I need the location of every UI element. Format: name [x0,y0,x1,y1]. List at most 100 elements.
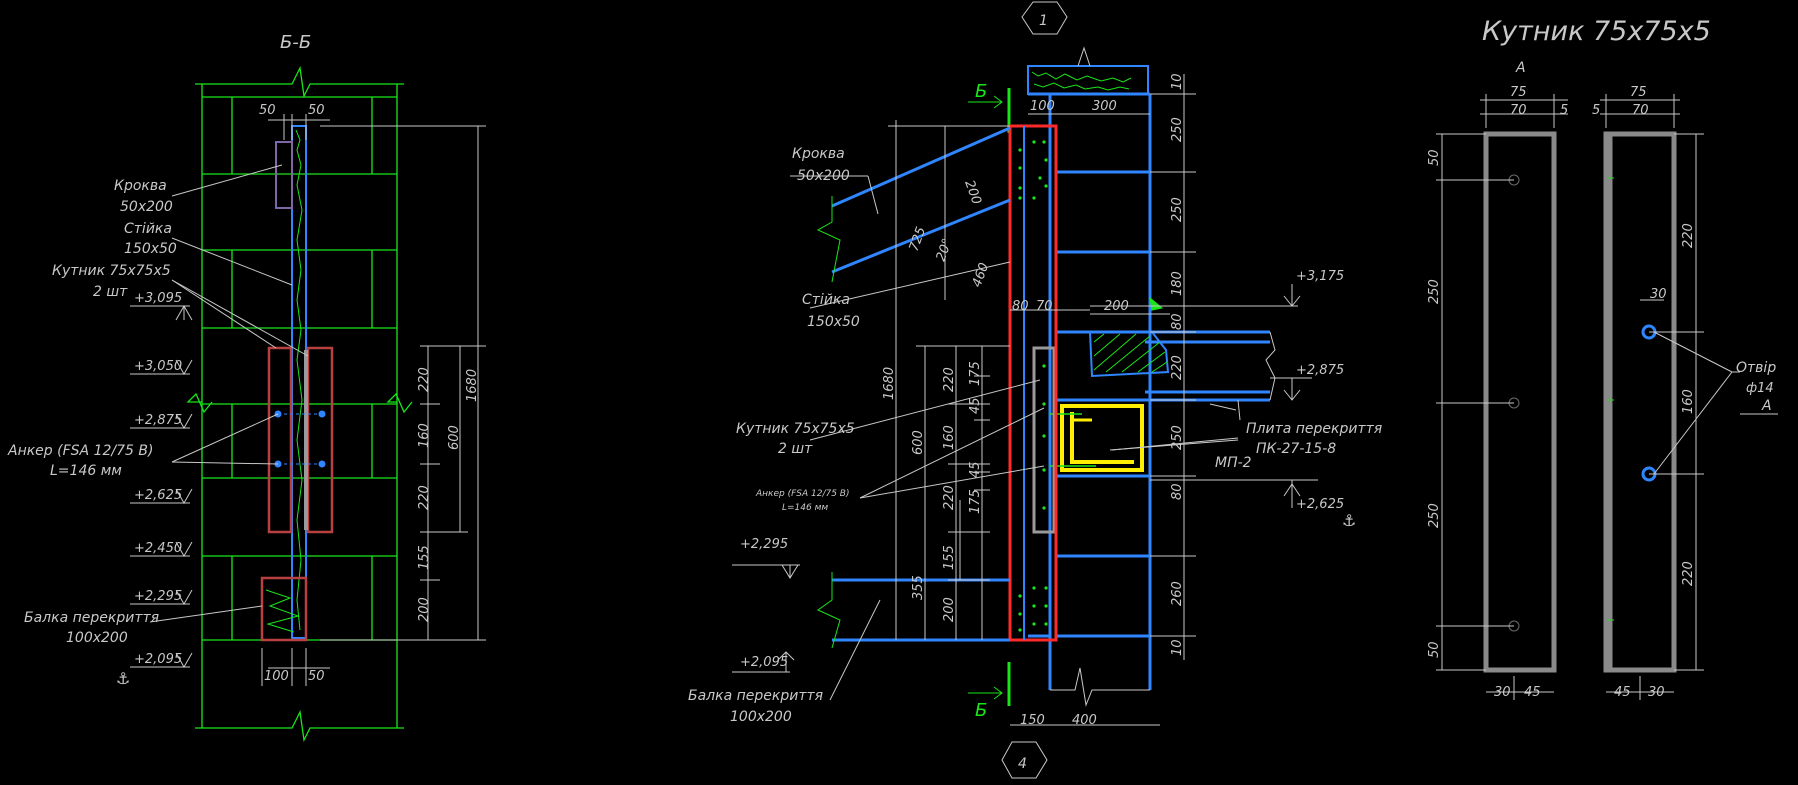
left-label-stiyka-size: 150x50 [124,241,177,257]
right-dim-left-0: 50 [1427,149,1442,166]
right-dim-top-right-70: 70 [1632,103,1649,118]
left-label-kutnyk: Кутник 75x75x5 [52,263,171,279]
left-dim-600: 600 [447,425,462,450]
mid-dim-355: 355 [911,575,926,600]
mid-level-2875: +2,875 [1296,363,1344,378]
mid-dim-right-6: 250 [1170,425,1185,450]
left-label-krokva: Кроква [114,178,167,194]
mid-dim-col-b-0: 175 [968,361,983,386]
right-dim-top-right-75: 75 [1630,85,1647,100]
left-dim-bottom-a: 100 [264,669,289,684]
mid-dim-right-8: 260 [1170,581,1185,606]
axis-top-label: 1 [1039,13,1048,29]
right-title: Кутник 75x75x5 [1482,16,1711,47]
angle-detail-view: Кутник 75x75x5 A [1427,16,1778,700]
left-level-2295: +2,295 [134,589,182,604]
right-dim-right-1: 160 [1681,389,1696,414]
left-title: Б-Б [280,32,311,53]
left-dim-top-b: 50 [308,103,325,118]
mid-label-balka-size: 100x200 [730,709,792,725]
left-dim-right-0: 220 [417,367,432,392]
mid-label-anker-length: L=146 мм [782,503,828,513]
anchor-icon-left: ⚓ [116,669,130,688]
mid-label-plyta: Плита перекриття [1246,421,1382,437]
mid-dim-right-1: 250 [1170,117,1185,142]
left-dim-bottom-b: 50 [308,669,325,684]
left-dim-1680: 1680 [465,369,480,402]
right-dim-top-left-5: 5 [1560,103,1568,118]
mid-dim-1680: 1680 [882,367,897,400]
section-b-b-view: Б-Б [7,32,486,743]
right-hole-diameter: ф14 [1746,381,1774,396]
mid-dim-right-5: 220 [1170,355,1185,380]
mid-dim-460: 460 [970,261,993,289]
mid-dim-80: 80 [1012,299,1029,314]
mid-dim-right-9: 10 [1170,639,1185,656]
left-dim-right-2: 220 [417,485,432,510]
mid-dim-top-300: 300 [1092,99,1117,114]
mid-dim-col-a-0: 220 [942,367,957,392]
right-dim-hole-30: 30 [1650,287,1667,302]
axis-bottom-label: 4 [1018,756,1027,772]
mid-dim-col-b-2: 45 [968,461,983,478]
mid-dim-col-a-4: 200 [942,597,957,622]
mid-label-stiyka-size: 150x50 [807,314,860,330]
mid-dim-col-a-1: 160 [942,425,957,450]
section-mark-top: Б [975,81,987,102]
mid-level-2625: +2,625 [1296,497,1344,512]
right-dim-bottom-right-45: 45 [1614,685,1631,700]
right-dim-right-0: 220 [1681,223,1696,248]
mid-dim-top-100: 100 [1030,99,1055,114]
right-dim-bottom-left-45: 45 [1524,685,1541,700]
left-label-balka-size: 100x200 [66,630,128,646]
right-dim-top-right-5: 5 [1592,103,1600,118]
mid-label-plyta-code: ПК-27-15-8 [1256,441,1336,457]
right-dim-top-left-70: 70 [1510,103,1527,118]
mid-label-krokva: Кроква [792,146,845,162]
mid-level-2295: +2,295 [740,537,788,552]
mid-label-stiyka: Стійка [802,292,850,308]
left-level-2625: +2,625 [134,488,182,503]
mid-dim-col-a-3: 155 [942,545,957,570]
right-dim-top-left-75: 75 [1510,85,1527,100]
left-level-3095: +3,095 [134,291,182,306]
mid-dim-right-7: 80 [1170,483,1185,500]
mid-dim-col-b-3: 175 [968,489,983,514]
mid-label-krokva-size: 50x200 [797,168,850,184]
right-dim-left-1: 250 [1427,279,1442,304]
mid-label-kutnyk-qty: 2 шт [778,441,813,457]
left-level-2875: +2,875 [134,413,182,428]
mid-dim-angle: 20° [934,237,956,264]
mid-dim-col-b-1: 45 [968,397,983,414]
right-hole-view-mark: A [1761,398,1772,414]
mid-dim-600: 600 [911,430,926,455]
mid-dim-bottom-400: 400 [1072,713,1097,728]
right-view-mark: A [1515,60,1526,76]
mid-label-anker: Анкер (FSA 12/75 B) [755,489,850,499]
section-mark-bottom: Б [975,700,987,721]
left-dim-top-a: 50 [259,103,276,118]
node-middle-view: 1 4 Б Б [688,1,1382,779]
left-level-2095: +2,095 [134,652,182,667]
mid-label-mp2: МП-2 [1215,455,1252,471]
right-dim-left-2: 250 [1427,503,1442,528]
left-label-anker-length: L=146 мм [50,463,122,479]
mid-dim-right-4: 80 [1170,313,1185,330]
left-label-krokva-size: 50x200 [120,199,173,215]
left-dim-right-1: 160 [417,423,432,448]
left-label-kutnyk-qty: 2 шт [93,284,128,300]
mid-dim-bottom-150: 150 [1020,713,1045,728]
right-dim-bottom-right-30: 30 [1648,685,1665,700]
mid-level-2095: +2,095 [740,655,788,670]
left-label-balka: Балка перекриття [24,610,159,626]
mid-dim-right-0: 10 [1170,73,1185,90]
anchor-icon-middle: ⚓ [1342,511,1356,530]
left-label-anker: Анкер (FSA 12/75 B) [7,443,153,459]
mid-level-3175: +3,175 [1296,269,1344,284]
left-level-3050: +3,050 [134,359,182,374]
right-dim-right-2: 220 [1681,561,1696,586]
mid-label-kutnyk: Кутник 75x75x5 [736,421,855,437]
left-dim-right-3: 155 [417,545,432,570]
right-hole-label: Отвір [1736,360,1776,376]
